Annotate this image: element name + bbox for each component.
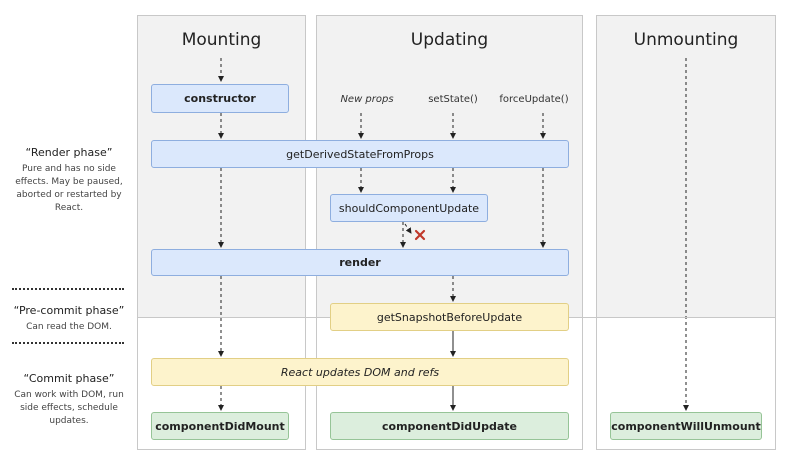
commit-phase-title: “Commit phase” — [23, 372, 115, 385]
render-phase-note: “Render phase” Pure and has no side effe… — [10, 146, 128, 215]
trigger-new-props: New props — [340, 94, 394, 105]
mounting-title: Mounting — [181, 30, 262, 50]
render-phase-desc: Pure and has no side effects. May be pau… — [15, 164, 123, 213]
precommit-phase-desc: Can read the DOM. — [26, 322, 112, 332]
render-box: render — [151, 249, 569, 276]
phase-separator-1 — [12, 288, 124, 290]
arrow-scu-skip — [404, 223, 412, 234]
commit-phase-note: “Commit phase” Can work with DOM, run si… — [10, 372, 128, 428]
precommit-phase-title: “Pre-commit phase” — [13, 304, 125, 317]
phase-separator-2 — [12, 342, 124, 344]
component-will-unmount-box: componentWillUnmount — [610, 412, 762, 440]
trigger-set-state: setState() — [428, 94, 478, 105]
component-did-update-box: componentDidUpdate — [330, 412, 569, 440]
get-derived-state-box: getDerivedStateFromProps — [151, 140, 569, 168]
get-snapshot-box: getSnapshotBeforeUpdate — [330, 303, 569, 331]
trigger-force-update: forceUpdate() — [499, 94, 569, 105]
constructor-box: constructor — [151, 84, 289, 113]
should-component-update-box: shouldComponentUpdate — [330, 194, 488, 222]
precommit-phase-note: “Pre-commit phase” Can read the DOM. — [10, 304, 128, 334]
component-did-mount-box: componentDidMount — [151, 412, 289, 440]
updating-title: Updating — [410, 30, 489, 50]
commit-phase-desc: Can work with DOM, run side effects, sch… — [14, 390, 124, 426]
unmounting-title: Unmounting — [633, 30, 739, 50]
render-phase-title: “Render phase” — [25, 146, 113, 159]
cross-icon — [414, 229, 426, 241]
react-updates-box: React updates DOM and refs — [151, 358, 569, 386]
